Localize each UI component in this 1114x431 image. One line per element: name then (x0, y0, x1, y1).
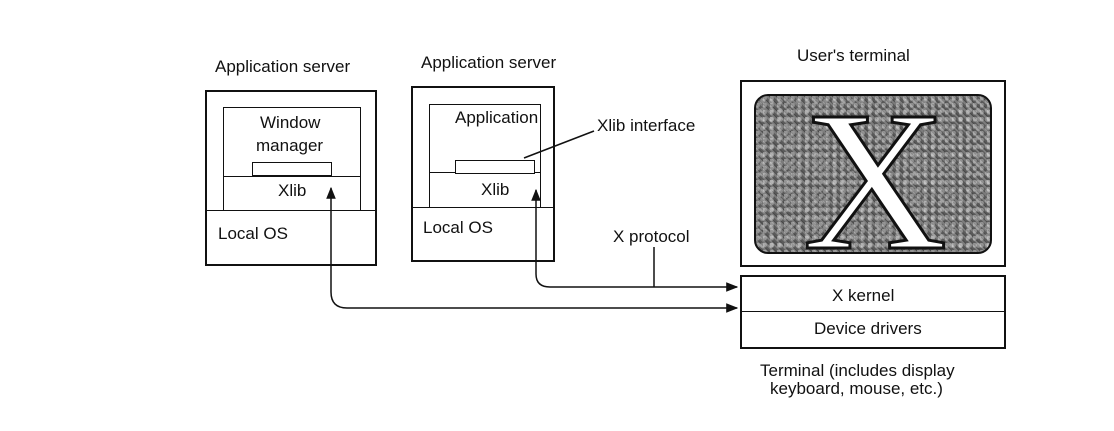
server-1-os-divider (207, 210, 375, 211)
terminal-screen: X (754, 94, 992, 254)
terminal-stack-box (740, 275, 1006, 349)
xlib-interface-pointer (523, 130, 595, 159)
terminal-monitor: X (740, 80, 1006, 267)
server-2-connection (531, 188, 739, 292)
terminal-caption-line1: Terminal (includes display (760, 361, 955, 380)
terminal-title: User's terminal (797, 46, 910, 65)
server-2-box (411, 86, 555, 262)
xlib-interface-label: Xlib interface (597, 116, 696, 135)
device-drivers-label: Device drivers (814, 319, 922, 338)
server-1-app-label-line2: manager (256, 136, 324, 155)
server-1-app-label-line1: Window (260, 113, 321, 132)
terminal-caption-line2: keyboard, mouse, etc.) (770, 379, 943, 398)
x-logo-icon: X (801, 96, 948, 254)
terminal-stack-divider (742, 311, 1004, 312)
server-1-xlib-label: Xlib (278, 181, 307, 200)
server-2-xlib-bar (455, 160, 535, 174)
server-1-os-label: Local OS (218, 224, 288, 243)
server-1-xlib-bar (252, 162, 332, 176)
server-1-box (205, 90, 377, 266)
x-kernel-label: X kernel (832, 286, 895, 305)
server-1-connection (326, 186, 739, 313)
screen-glyph: X (803, 96, 947, 254)
server-2-title: Application server (421, 53, 557, 72)
server-1-app-divider (223, 176, 361, 177)
server-2-app-label: Application (455, 108, 539, 127)
server-1-title: Application server (215, 57, 351, 76)
